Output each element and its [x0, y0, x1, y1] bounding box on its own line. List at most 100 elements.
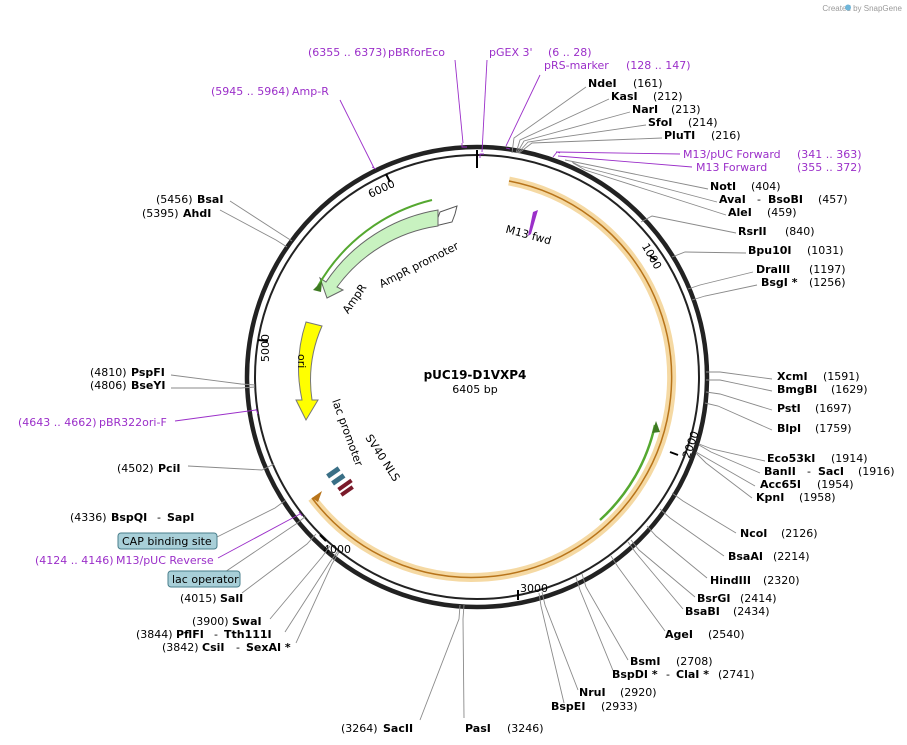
site-pos: (1958)	[799, 491, 836, 504]
primer-markers	[255, 143, 561, 517]
site-pos: (2708)	[676, 655, 713, 668]
site-labels-left: (3264) SacII (3842) CsiI - SexAI * (3844…	[70, 193, 413, 735]
site-name: BspQI	[111, 511, 147, 524]
leader-line	[284, 550, 339, 633]
site-name: BlpI	[777, 422, 801, 435]
ampr-line-arrowhead	[313, 281, 322, 292]
cap-binding-site-box	[117, 532, 218, 550]
site-name: BsgI *	[761, 276, 798, 289]
site-pos: (1591)	[823, 370, 860, 383]
site-name: BsaAI	[728, 550, 763, 563]
site-name: SalI	[220, 592, 243, 605]
site-name: SapI	[167, 511, 194, 524]
site-name: BspDI *	[612, 668, 658, 681]
feature-label-ori: ori	[295, 354, 308, 368]
leader-line	[217, 513, 301, 559]
feature-label-sv40-nls: SV40 NLS	[363, 432, 403, 484]
site-leaders-left	[170, 200, 461, 721]
leader-line	[241, 533, 317, 594]
leader-line	[515, 98, 610, 154]
snapgene-logo-icon	[845, 4, 851, 11]
leader-line	[555, 151, 681, 155]
leader-line	[581, 573, 629, 661]
site-name: BsaI	[197, 193, 223, 206]
leader-line	[671, 251, 747, 258]
site-pos: (1629)	[831, 383, 868, 396]
site-pos: (2933)	[601, 700, 638, 713]
leader-line	[538, 592, 565, 704]
site-pos: (4806)	[90, 379, 127, 392]
site-name: CsiI	[202, 641, 224, 654]
site-pos: (1256)	[809, 276, 846, 289]
leader-line	[518, 137, 663, 154]
m13-fwd-arrow	[528, 210, 538, 236]
leader-line	[706, 371, 773, 380]
site-name: NcoI	[740, 527, 767, 540]
leader-line	[695, 451, 756, 487]
leader-line	[610, 555, 666, 632]
leader-line	[339, 99, 375, 169]
site-name: AgeI	[665, 628, 693, 641]
ori-arrow	[295, 321, 323, 422]
site-pos: (3842)	[162, 641, 199, 654]
site-pos: (1759)	[815, 422, 852, 435]
site-name: Eco53kI	[767, 452, 815, 465]
site-pos: (213)	[671, 103, 701, 116]
site-pos: (457)	[818, 193, 848, 206]
leader-line	[269, 545, 331, 620]
site-name: PasI	[465, 722, 491, 735]
leader-line	[174, 409, 257, 422]
site-pos: (2741)	[718, 668, 755, 681]
site-name: NarI	[632, 103, 658, 116]
insert-arrowhead	[312, 491, 322, 502]
site-leaders-right	[462, 86, 773, 719]
site-pos: (2126)	[781, 527, 818, 540]
leader-line	[630, 539, 696, 598]
primer-range: (5945 .. 5964)	[211, 85, 290, 98]
site-pos: (2414)	[740, 592, 777, 605]
green-arrowhead	[652, 421, 660, 433]
site-pos: (4015)	[180, 592, 217, 605]
site-pos: (216)	[711, 129, 741, 142]
site-name: PspFI	[131, 366, 165, 379]
tick-mark	[257, 339, 269, 342]
site-name: SexAI *	[246, 641, 291, 654]
primer-mark	[298, 511, 303, 517]
leader-line	[695, 452, 753, 499]
tick-label: 3000	[520, 582, 548, 595]
site-name: AvaI	[719, 193, 746, 206]
leader-line	[295, 551, 340, 644]
features: M13 fwd AmpR promoter AmpR ori lac promo…	[295, 199, 660, 521]
feature-label-ampr-promoter: AmpR promoter	[377, 239, 461, 290]
site-sep: -	[236, 641, 240, 654]
tick-mark	[319, 534, 327, 542]
site-pos: (1954)	[817, 478, 854, 491]
site-pos: (2540)	[708, 628, 745, 641]
feature-block	[326, 466, 341, 479]
leader-line	[698, 444, 761, 474]
site-name: BsaBI	[685, 605, 720, 618]
site-name: BseYI	[131, 379, 165, 392]
site-name: BspEI	[551, 700, 585, 713]
leader-line	[419, 604, 461, 721]
site-name: SacI	[818, 465, 844, 478]
feature-label-ampr: AmpR	[340, 281, 370, 316]
site-pos: (161)	[633, 77, 663, 90]
site-name: PflFI	[176, 628, 204, 641]
site-name: Tth111I	[224, 628, 272, 641]
primer-mark	[479, 153, 484, 158]
snapgene-credit: Created by SnapGene	[822, 4, 902, 13]
site-name: AhdI	[183, 207, 211, 220]
primer-range: (355 .. 372)	[797, 161, 862, 174]
credit-text: Created by SnapGene	[822, 4, 902, 13]
site-name: NruI	[579, 686, 606, 699]
primer-name: pGEX 3'	[489, 46, 533, 59]
site-pos: (404)	[751, 180, 781, 193]
leader-line	[505, 74, 541, 147]
cap-binding-site-label: CAP binding site	[122, 535, 212, 548]
leader-line	[564, 159, 709, 190]
feature-block	[340, 485, 354, 497]
site-pos: (3844)	[136, 628, 173, 641]
leader-line	[462, 604, 465, 719]
site-name: KpnI	[756, 491, 784, 504]
